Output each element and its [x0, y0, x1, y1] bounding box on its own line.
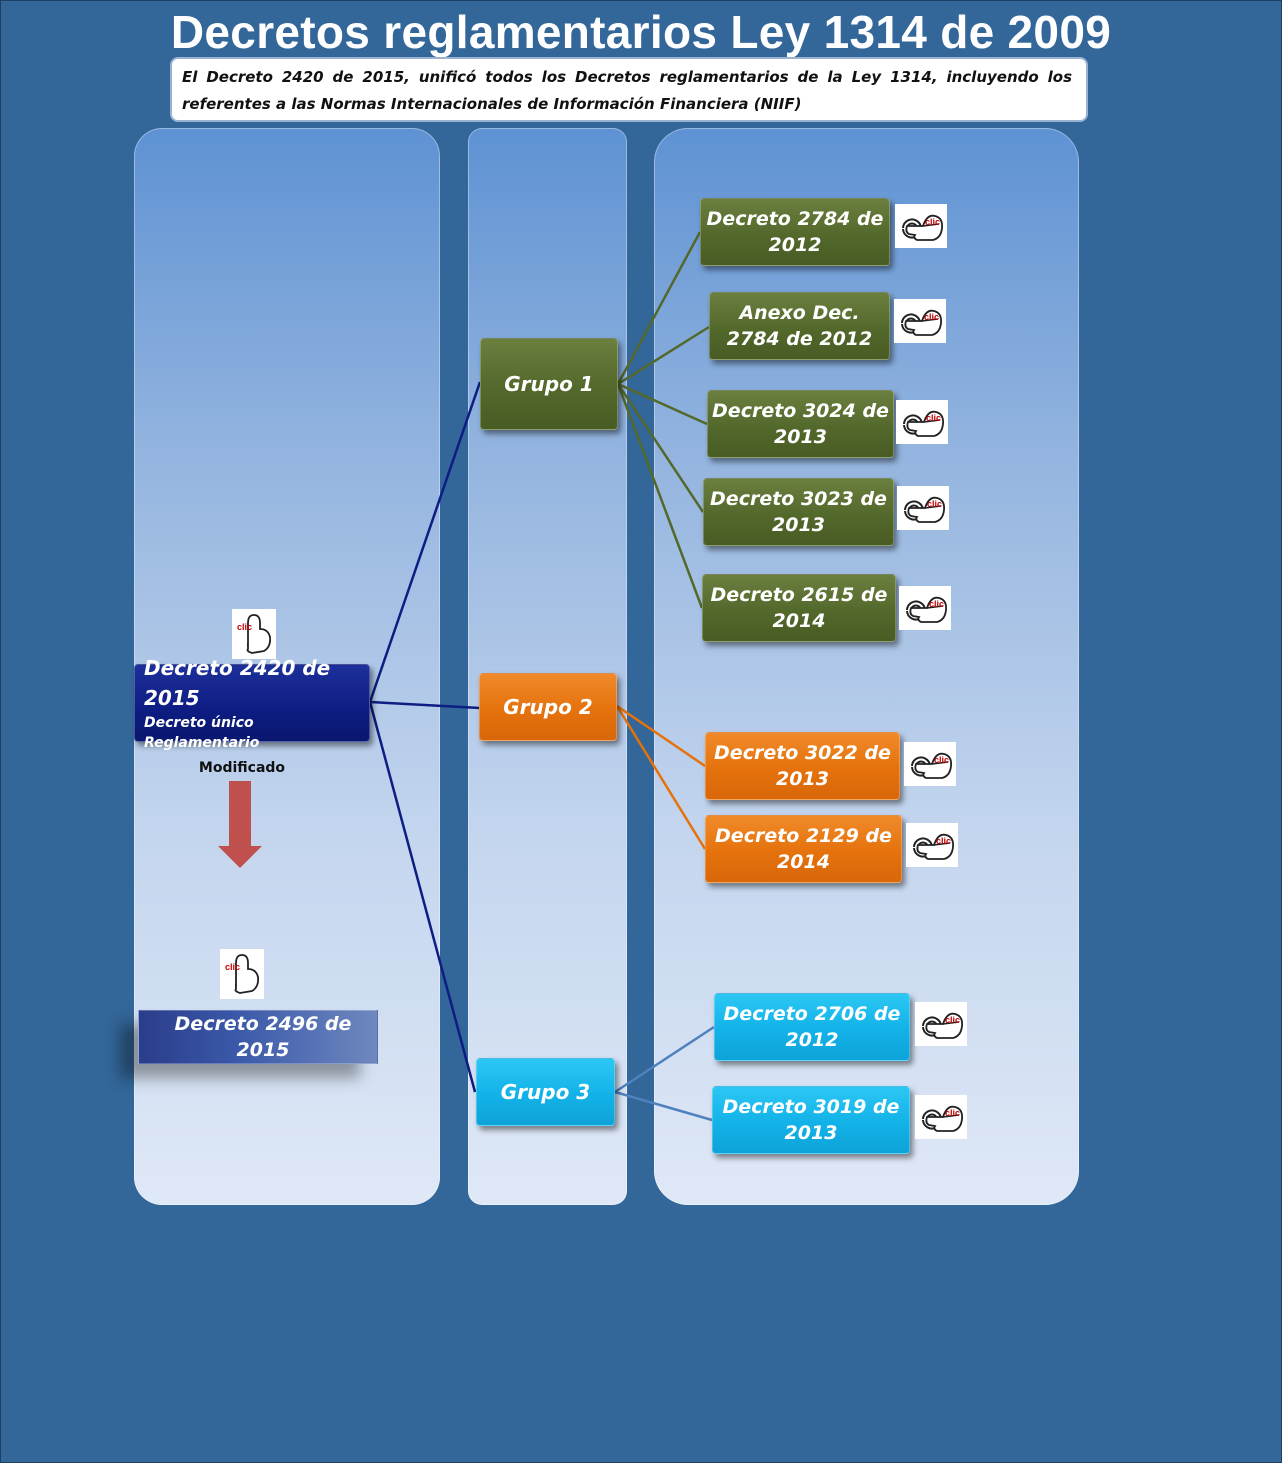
wire-g1-d1 — [616, 231, 702, 385]
click-hand-icon[interactable]: clic — [915, 1002, 967, 1046]
wire-main-grupo3 — [368, 701, 477, 1093]
click-hand-icon[interactable]: clic — [896, 400, 948, 444]
decree-node[interactable]: Decreto 2129 de 2014 — [705, 815, 902, 883]
decree-node[interactable]: Decreto 2706 de 2012 — [714, 993, 910, 1061]
svg-text:clic: clic — [945, 1015, 960, 1025]
click-hand-icon[interactable]: clic — [899, 586, 951, 630]
down-arrow-icon — [218, 781, 262, 868]
svg-text:clic: clic — [926, 413, 941, 423]
svg-text:clic: clic — [934, 755, 949, 765]
svg-text:clic: clic — [924, 312, 939, 322]
click-hand-icon[interactable]: clic — [895, 204, 947, 248]
wire-g3-d2 — [614, 1090, 713, 1122]
svg-text:clic: clic — [927, 499, 942, 509]
wire-main-grupo1 — [368, 381, 482, 703]
intro-note: El Decreto 2420 de 2015, unificó todos l… — [170, 57, 1088, 122]
wire-g2-d1 — [616, 704, 706, 768]
svg-text:clic: clic — [237, 622, 252, 632]
wire-main-grupo2 — [369, 700, 481, 710]
wire-g1-d5 — [616, 383, 704, 609]
decree-label: Decreto 3019 de 2013 — [722, 1096, 900, 1144]
decree-node[interactable]: Decreto 2784 de 2012 — [700, 198, 890, 266]
decree-node[interactable]: Decreto 3023 de 2013 — [703, 478, 894, 546]
click-hand-icon[interactable]: clic — [232, 609, 276, 659]
click-hand-icon[interactable]: clic — [894, 299, 946, 343]
click-hand-icon[interactable]: clic — [915, 1095, 967, 1139]
decree-label: Decreto 2784 de 2012 — [706, 208, 884, 256]
modifier-decree-node[interactable]: Decreto 2496 de 2015 — [138, 1010, 378, 1064]
decree-node[interactable]: Decreto 3024 de 2013 — [707, 390, 894, 458]
decree-node[interactable]: Decreto 2615 de 2014 — [702, 574, 896, 642]
decree-label: Decreto 2706 de 2012 — [723, 1003, 901, 1051]
click-hand-icon[interactable]: clic — [897, 486, 949, 530]
svg-text:clic: clic — [929, 599, 944, 609]
page-title: Decretos reglamentarios Ley 1314 de 2009 — [170, 6, 1112, 58]
wire-g3-d1 — [614, 1025, 715, 1094]
svg-text:clic: clic — [936, 836, 951, 846]
svg-text:clic: clic — [945, 1108, 960, 1118]
decree-label: Decreto 2615 de 2014 — [710, 584, 888, 632]
wire-g2-d2 — [615, 705, 707, 850]
main-to-groups — [368, 381, 482, 1093]
click-hand-icon[interactable]: clic — [906, 823, 958, 867]
grupo1-wires — [616, 231, 710, 609]
decree-label: Decreto 3023 de 2013 — [710, 488, 887, 536]
decree-node[interactable]: Anexo Dec. 2784 de 2012 — [709, 292, 890, 360]
group-node-2[interactable]: Grupo 2 — [479, 673, 617, 741]
main-decree-sublabel: Decreto único Reglamentario — [144, 715, 260, 751]
wire-g1-d2 — [617, 325, 710, 386]
modified-label: Modificado — [198, 760, 286, 776]
group-node-1[interactable]: Grupo 1 — [480, 338, 618, 430]
grupo3-wires — [614, 1025, 715, 1122]
decree-label: Decreto 2129 de 2014 — [715, 825, 892, 873]
decree-node[interactable]: Decreto 3019 de 2013 — [712, 1086, 910, 1154]
decree-label: Anexo Dec. 2784 de 2012 — [726, 302, 873, 350]
modifier-decree-label: Decreto 2496 de 2015 — [174, 1013, 352, 1061]
group-label: Grupo 1 — [504, 372, 594, 396]
svg-text:clic: clic — [225, 962, 240, 972]
group-label: Grupo 2 — [503, 695, 593, 719]
main-decree-node[interactable]: Decreto 2420 de 2015 Decreto único Regla… — [134, 656, 370, 751]
group-label: Grupo 3 — [500, 1080, 591, 1104]
grupo2-wires — [615, 704, 707, 850]
decree-label: Decreto 3024 de 2013 — [712, 400, 889, 448]
middle-panel — [468, 128, 627, 1205]
decree-label: Decreto 3022 de 2013 — [714, 742, 891, 790]
decree-node[interactable]: Decreto 3022 de 2013 — [705, 732, 900, 800]
main-decree-label: Decreto 2420 de 2015 — [144, 656, 331, 710]
click-hand-icon[interactable]: clic — [220, 949, 264, 999]
wire-g1-d4 — [616, 383, 705, 513]
click-hand-icon[interactable]: clic — [904, 742, 956, 786]
svg-text:clic: clic — [925, 217, 940, 227]
wire-g1-d3 — [617, 382, 708, 426]
group-node-3[interactable]: Grupo 3 — [476, 1058, 615, 1126]
